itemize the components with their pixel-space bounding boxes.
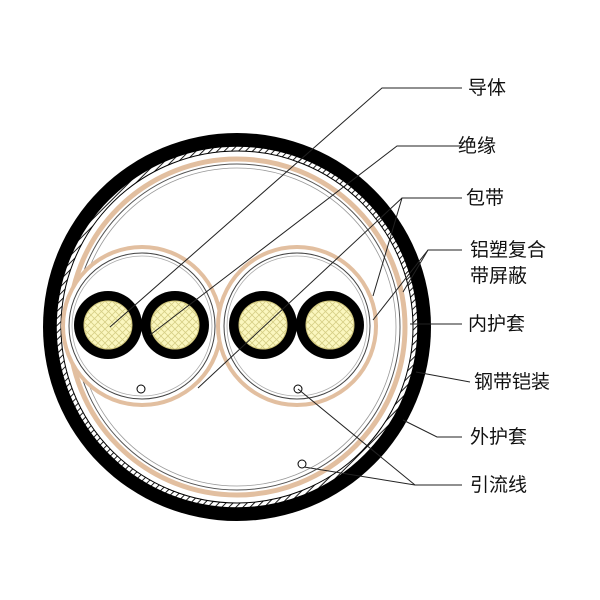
leader-wrapping-tape-1 — [197, 197, 403, 389]
pair-left-drain-wire — [136, 384, 146, 394]
leader-shield-2 — [402, 249, 462, 293]
overall-drain-wire — [297, 459, 307, 469]
leader-wrapping-tape-2 — [372, 197, 462, 297]
leader-drain-wire-2 — [303, 466, 462, 486]
label-drain-wire: 引流线 — [470, 474, 528, 496]
label-wrapping-tape: 包带 — [466, 187, 505, 209]
pair-right-tape-inner — [226, 255, 368, 397]
leader-drain-wire-1 — [297, 388, 416, 486]
label-shield-line2: 带屏蔽 — [470, 265, 528, 287]
label-insulation: 绝缘 — [458, 135, 497, 157]
pair-left-tape — [68, 252, 216, 400]
pair-left-tape-inner — [71, 255, 213, 397]
label-steel-armour: 钢带铠装 — [474, 371, 551, 393]
leader-outer-sheath — [402, 419, 462, 438]
label-outer-sheath: 外护套 — [470, 426, 528, 448]
leader-conductor — [109, 87, 462, 328]
core-3-conductor — [238, 300, 288, 350]
core-1-conductor — [83, 300, 133, 350]
leader-insulation — [149, 145, 462, 336]
label-inner-sheath: 内护套 — [468, 313, 526, 335]
leader-shield-1 — [372, 249, 429, 321]
label-shield-line1: 铝塑复合 — [470, 239, 547, 261]
pair-right-tape — [223, 252, 371, 400]
core-2-conductor — [150, 300, 200, 350]
label-conductor: 导体 — [468, 77, 507, 99]
core-4-conductor — [305, 300, 355, 350]
leader-steel-armour — [415, 371, 471, 383]
